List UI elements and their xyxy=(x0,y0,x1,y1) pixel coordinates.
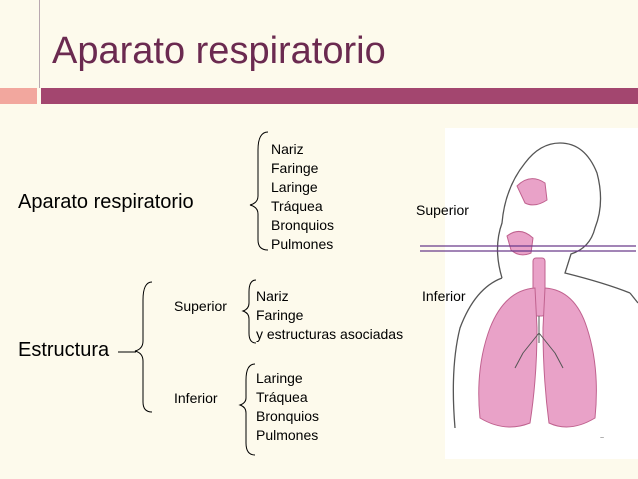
list-item: Pulmones xyxy=(271,236,334,252)
list-item: Bronquios xyxy=(256,408,320,424)
list-item: Laringe xyxy=(256,370,303,386)
respiratory-system-figure: ~ xyxy=(445,128,638,459)
artist-signature: ~ xyxy=(600,435,604,442)
bracket-superior xyxy=(241,279,257,344)
inferior-label: Inferior xyxy=(174,390,218,406)
list-item: Tráquea xyxy=(271,198,323,214)
figure-superior-label: Superior xyxy=(416,202,469,218)
slide-title: Aparato respiratorio xyxy=(52,30,386,72)
superior-list: Nariz Faringe y estructuras asociadas xyxy=(256,287,403,344)
accent-bar-small xyxy=(0,88,37,104)
inferior-list: Laringe Tráquea Bronquios Pulmones xyxy=(256,369,319,445)
bracket-section1 xyxy=(249,131,269,251)
list-item: Tráquea xyxy=(256,389,308,405)
list-item: Bronquios xyxy=(271,217,335,233)
accent-bar-main xyxy=(41,88,638,104)
section1-label: Aparato respiratorio xyxy=(18,191,194,213)
bracket-inferior xyxy=(238,363,256,456)
bracket-structure xyxy=(134,281,153,413)
superior-label: Superior xyxy=(174,298,227,314)
section1-list: Nariz Faringe Laringe Tráquea Bronquios … xyxy=(271,140,334,254)
figure-inferior-label: Inferior xyxy=(422,288,466,304)
list-item: Pulmones xyxy=(256,427,319,443)
section2-label: Estructura xyxy=(18,339,110,361)
list-item: Faringe xyxy=(271,160,319,176)
list-item: Faringe xyxy=(256,307,304,323)
list-item: Nariz xyxy=(271,141,304,157)
list-item: Laringe xyxy=(271,179,318,195)
list-item: Nariz xyxy=(256,288,289,304)
list-item: y estructuras asociadas xyxy=(256,326,404,342)
title-box xyxy=(39,0,638,88)
